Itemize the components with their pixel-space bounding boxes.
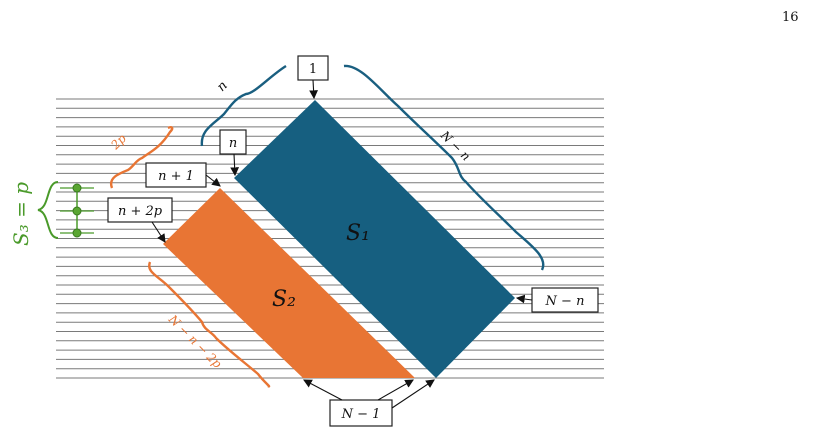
box-n: n bbox=[219, 129, 247, 155]
arrow-big-n-minus-1-right bbox=[391, 379, 435, 409]
box-big-n-minus-1-text: N − 1 bbox=[341, 407, 381, 422]
s3-indicator bbox=[37, 181, 94, 239]
arrows bbox=[151, 79, 533, 409]
brace-big-n-minus-n bbox=[343, 64, 545, 271]
arrow-big-n-minus-n bbox=[515, 294, 533, 304]
box-n-plus-2p: n + 2p bbox=[107, 197, 173, 223]
arrow-big-n-minus-1-left bbox=[303, 379, 343, 401]
box-n-plus-2p-text: n + 2p bbox=[118, 204, 163, 219]
box-big-n-minus-1: N − 1 bbox=[329, 399, 393, 427]
brace-big-n-minus-n-minus-2p bbox=[148, 261, 271, 388]
arrow-n-plus-2p bbox=[151, 221, 166, 243]
box-1-text: 1 bbox=[309, 62, 317, 77]
s3-brace bbox=[37, 181, 59, 239]
box-n-text: n bbox=[229, 136, 237, 151]
brace-label-2p: 2p bbox=[108, 131, 130, 153]
label-s2: S₂ bbox=[272, 287, 296, 312]
box-1: 1 bbox=[297, 55, 329, 81]
brace-n bbox=[200, 64, 287, 147]
region-s1 bbox=[234, 100, 515, 378]
box-n-plus-1: n + 1 bbox=[145, 162, 207, 188]
arrow-1 bbox=[309, 79, 318, 100]
label-s3: S₃ = p bbox=[9, 182, 33, 246]
box-big-n-minus-n-text: N − n bbox=[545, 294, 585, 309]
arrow-n-plus-1 bbox=[205, 174, 221, 187]
page-number: 16 bbox=[782, 10, 799, 25]
region-s2 bbox=[163, 188, 415, 378]
box-n-plus-1-text: n + 1 bbox=[158, 169, 194, 184]
brace-label-n: n bbox=[214, 78, 231, 95]
arrow-n bbox=[230, 153, 240, 177]
arrow-big-n-minus-1-mid bbox=[377, 379, 414, 401]
box-big-n-minus-n: N − n bbox=[531, 287, 599, 313]
label-s1: S₁ bbox=[346, 221, 370, 246]
brace-2p bbox=[109, 126, 174, 189]
